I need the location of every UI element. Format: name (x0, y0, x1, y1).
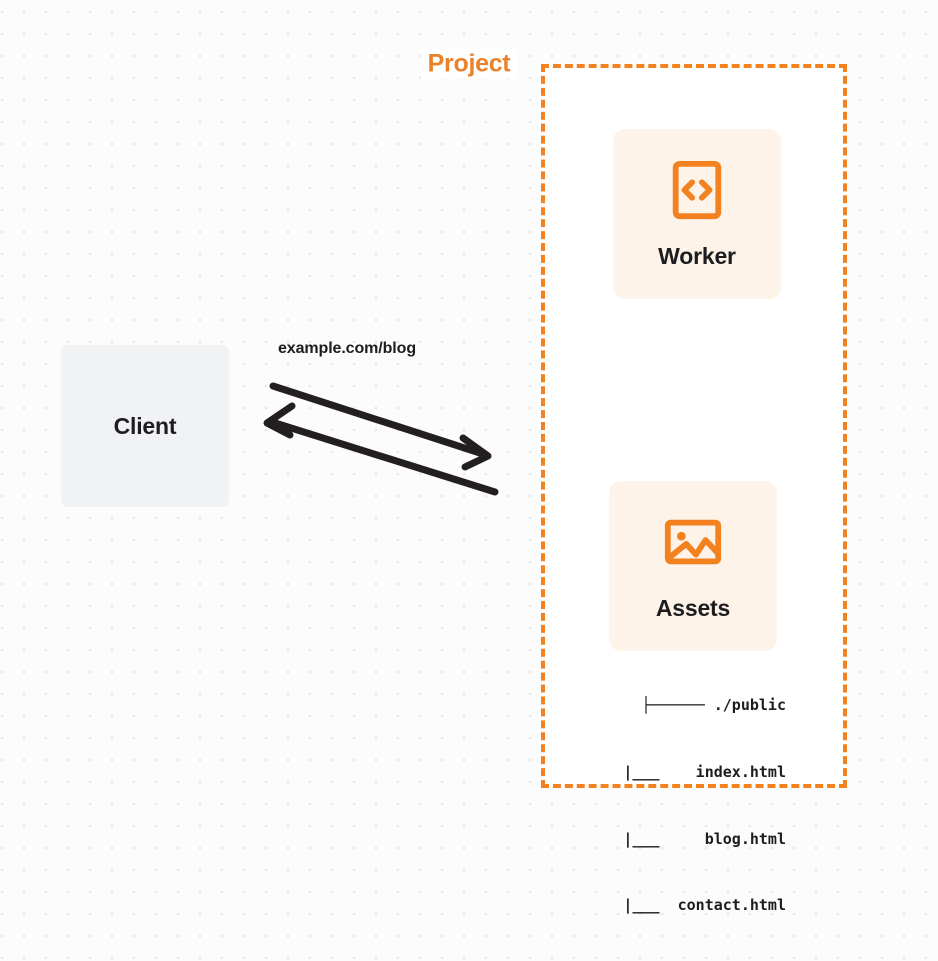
connection-arrows (263, 382, 499, 496)
project-title: Project (420, 49, 518, 79)
worker-card-label: Worker (658, 242, 736, 269)
file-tree-row: |___ contact.html (596, 896, 786, 915)
client-node[interactable]: Client (61, 345, 229, 507)
diagram-canvas: Client example.com/blog Project Worker (61, 49, 847, 914)
code-brackets-icon (672, 160, 722, 219)
assets-file-tree: ├────── ./public |___ index.html |___ bl… (556, 650, 786, 961)
assets-card[interactable]: Assets (609, 481, 777, 651)
assets-card-label: Assets (655, 594, 731, 621)
file-tree-row: |___ index.html (596, 762, 786, 781)
response-arrow (263, 402, 499, 496)
image-picture-icon (664, 519, 722, 564)
request-arrow (269, 382, 492, 471)
client-label: Client (113, 412, 177, 439)
worker-card[interactable]: Worker (613, 129, 781, 299)
file-tree-row: ├────── ./public (641, 696, 787, 715)
file-tree-row: |___ blog.html (596, 829, 786, 848)
connection-url-label: example.com/blog (278, 340, 416, 357)
